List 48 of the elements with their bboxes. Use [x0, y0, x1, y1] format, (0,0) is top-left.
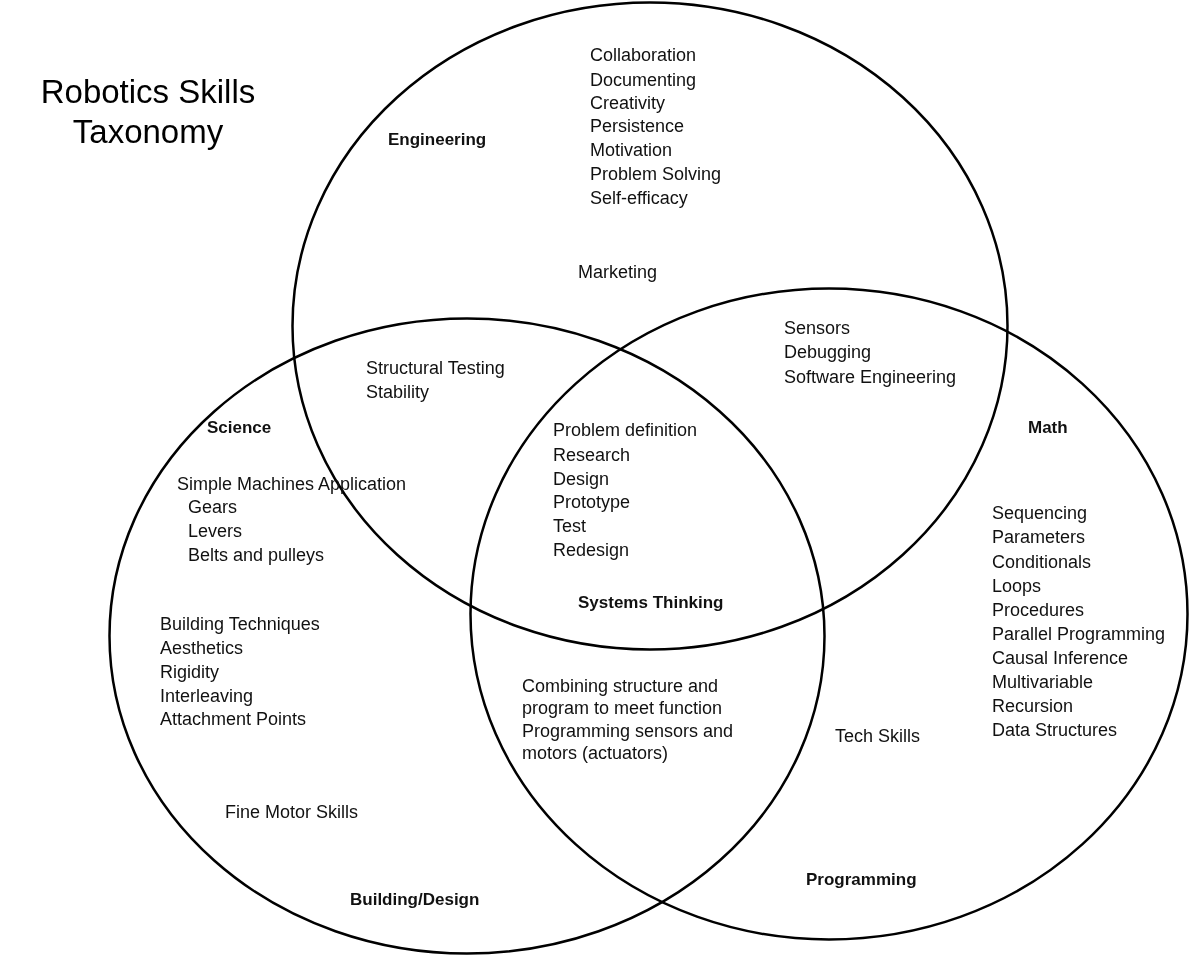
skill-label: Sequencing: [992, 502, 1088, 524]
skill-label: Test: [553, 515, 586, 537]
skill-label: Self-efficacy: [590, 187, 688, 209]
skill-label: Causal Inference: [992, 647, 1129, 669]
skill-label: Parallel Programming: [992, 623, 1166, 645]
skill-label: Research: [553, 444, 631, 466]
skill-label: Problem definition: [553, 419, 698, 441]
skill-label: Multivariable: [992, 671, 1094, 693]
skill-label: Documenting: [590, 69, 697, 91]
skill-label: Parameters: [992, 526, 1086, 548]
skill-label: Collaboration: [590, 44, 697, 66]
skill-label: Rigidity: [160, 661, 220, 683]
skill-label: Stability: [366, 381, 430, 403]
skill-label: Creativity: [590, 92, 665, 114]
skill-label: Attachment Points: [160, 708, 307, 730]
region-heading: Engineering: [388, 129, 487, 151]
skill-label: Data Structures: [992, 719, 1118, 741]
skill-label: Loops: [992, 575, 1042, 597]
region-heading: Science: [207, 417, 272, 439]
skill-label: Aesthetics: [160, 637, 244, 659]
skill-label: Building Techniques: [160, 613, 320, 635]
skill-label: Debugging: [784, 341, 872, 363]
diagram-title: Robotics Skills Taxonomy: [39, 72, 257, 152]
region-heading: Building/Design: [350, 889, 480, 911]
skill-label: Interleaving: [160, 685, 254, 707]
skill-label: Combining structure and program to meet function: [522, 675, 724, 719]
skill-label: Procedures: [992, 599, 1085, 621]
skill-label: Conditionals: [992, 551, 1092, 573]
skill-label: Gears: [188, 496, 238, 518]
skill-label: Levers: [188, 520, 243, 542]
skill-label: Design: [553, 468, 610, 490]
skill-label: Marketing: [578, 261, 658, 283]
skill-label: Recursion: [992, 695, 1074, 717]
skill-label: Belts and pulleys: [188, 544, 325, 566]
skill-label: Software Engineering: [784, 366, 957, 388]
region-heading: Programming: [806, 869, 917, 891]
skill-label: Prototype: [553, 491, 631, 513]
skill-label: Programming sensors and motors (actuators): [522, 720, 735, 764]
region-heading: Math: [1028, 417, 1068, 439]
skill-label: Motivation: [590, 139, 673, 161]
skill-label: Problem Solving: [590, 163, 722, 185]
region-heading: Systems Thinking: [578, 592, 724, 614]
skill-label: Redesign: [553, 539, 630, 561]
skill-label: Fine Motor Skills: [225, 801, 359, 823]
skill-label: Persistence: [590, 115, 685, 137]
skill-label: Tech Skills: [835, 725, 921, 747]
skill-label: Structural Testing: [366, 357, 505, 379]
skill-label: Sensors: [784, 317, 851, 339]
